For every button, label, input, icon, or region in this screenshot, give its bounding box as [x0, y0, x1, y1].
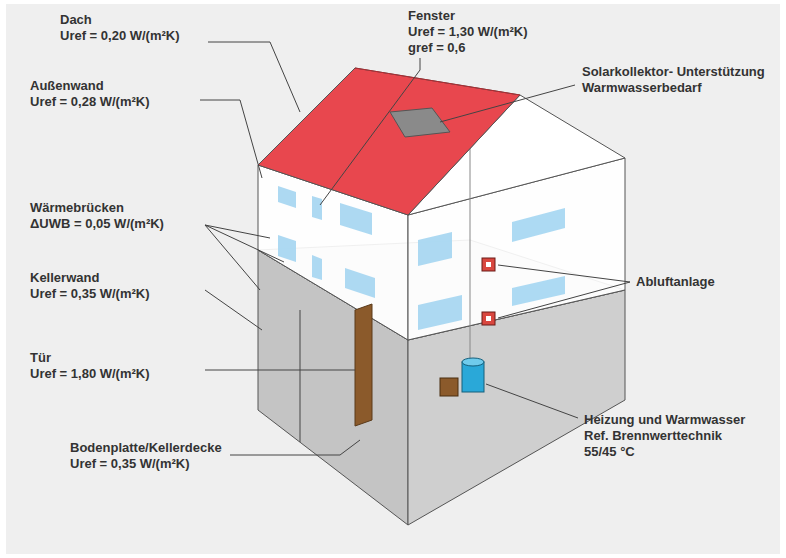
value-label: Uref = 0,28 W/(m²K)	[30, 94, 150, 110]
heading-label: Kellerwand	[30, 270, 99, 286]
heading-label: Abluftanlage	[636, 274, 715, 290]
note-label: Heizung und Warmwasser Ref. Brennwerttec…	[584, 412, 754, 460]
heading-label: Wärmebrücken	[30, 200, 124, 216]
value-label: gref = 0,6	[408, 40, 465, 56]
value-label: Uref = 0,35 W/(m²K)	[30, 286, 150, 302]
heading-label: Fenster	[408, 8, 455, 24]
value-label: Uref = 0,35 W/(m²K)	[70, 456, 190, 472]
heading-label: Außenwand	[30, 78, 104, 94]
heading-label: Bodenplatte/Kellerdecke	[70, 440, 222, 456]
heading-label: Tür	[30, 350, 51, 366]
value-label: Uref = 1,80 W/(m²K)	[30, 366, 150, 382]
value-label: Uref = 0,20 W/(m²K)	[60, 28, 180, 44]
heading-label: Dach	[60, 12, 92, 28]
note-label: Solarkollektor- Unterstützung Warmwasser…	[582, 64, 772, 96]
value-label: Uref = 1,30 W/(m²K)	[408, 24, 528, 40]
value-label: ΔUWB = 0,05 W/(m²K)	[30, 216, 164, 232]
